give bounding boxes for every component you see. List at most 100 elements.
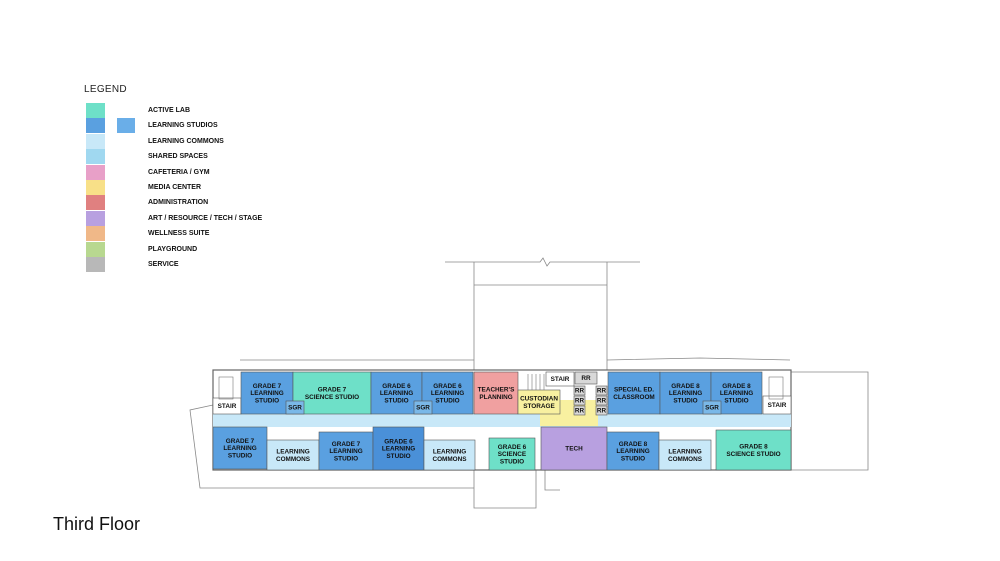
room-sgr-2: SGR — [413, 400, 433, 415]
room-label: STORAGE — [523, 403, 555, 410]
room-label: LEARNING — [223, 445, 256, 452]
room-label: STUDIO — [435, 397, 459, 404]
room-label: LEARNING — [380, 390, 413, 397]
room-label: STUDIO — [334, 455, 358, 462]
room-label: SCIENCE — [498, 451, 527, 458]
room-rr-4: RR — [595, 395, 608, 406]
room-label: GRADE 6 — [384, 439, 413, 446]
room-fill — [595, 395, 608, 406]
room-fill — [517, 389, 561, 415]
room-label: CUSTODIAN — [520, 396, 558, 403]
legend-swatch — [86, 180, 105, 195]
room-tech: TECH — [540, 426, 608, 471]
room-label: LEARNING — [433, 449, 466, 456]
corridor — [213, 413, 791, 427]
room-fill — [659, 371, 712, 415]
room-fill — [413, 400, 433, 415]
room-fill — [573, 395, 586, 406]
room-label: TEACHER'S — [478, 387, 515, 394]
room-label: LEARNING — [616, 448, 649, 455]
room-label: STUDIO — [724, 397, 748, 404]
room-label: GRADE 7 — [318, 387, 347, 394]
room-label: STAIR — [551, 376, 570, 383]
room-fill — [473, 371, 519, 415]
room-label: STUDIO — [673, 397, 697, 404]
room-label: LEARNING — [720, 390, 753, 397]
room-label: GRADE 8 — [722, 383, 751, 390]
room-label: RR — [575, 388, 585, 395]
room-stair-center: STAIR — [545, 371, 575, 387]
legend-label: ADMINISTRATION — [148, 199, 209, 207]
legend-swatch — [86, 195, 105, 211]
legend-swatch — [86, 226, 105, 242]
room-fill — [607, 371, 661, 415]
room-label: RR — [575, 408, 585, 415]
room-sgr-3: SGR — [702, 400, 722, 415]
legend-swatch — [86, 149, 105, 165]
legend-label: ART / RESOURCE / TECH / STAGE — [148, 214, 263, 222]
room-fill — [573, 385, 586, 396]
legend-label: SHARED SPACES — [148, 153, 208, 161]
legend-label: LEARNING STUDIOS — [148, 122, 218, 130]
room-fill — [545, 371, 575, 387]
room-fill — [574, 371, 598, 385]
legend-label: WELLNESS SUITE — [148, 230, 210, 238]
legend-swatch — [86, 257, 105, 272]
room-label: SPECIAL ED. — [614, 387, 654, 394]
room-label: SCIENCE STUDIO — [726, 451, 780, 458]
room-label: PLANNING — [479, 394, 512, 401]
stair-treads — [218, 374, 784, 400]
room-label: STUDIO — [386, 453, 410, 460]
room-label: LEARNING — [668, 449, 701, 456]
room-rr-1: RR — [573, 385, 586, 396]
room-label: CLASSROOM — [613, 394, 655, 401]
room-fill — [573, 405, 586, 416]
room-special-ed: SPECIAL ED.CLASSROOM — [607, 371, 661, 415]
room-label: STAIR — [768, 402, 787, 409]
room-fill — [762, 395, 792, 415]
room-label: RR — [575, 398, 585, 405]
room-fill — [488, 437, 536, 471]
room-fill — [370, 371, 423, 415]
room-fill — [372, 426, 425, 471]
legend-swatch — [86, 241, 105, 257]
legend-swatch — [86, 118, 105, 134]
legend-swatch — [86, 133, 105, 149]
room-label: STUDIO — [228, 452, 252, 459]
room-label: GRADE 6 — [498, 444, 527, 451]
legend-label: MEDIA CENTER — [148, 184, 202, 191]
room-label: SGR — [416, 405, 430, 412]
room-fill — [658, 439, 712, 471]
room-label: RR — [597, 408, 607, 415]
room-fill — [266, 439, 320, 471]
room-rr-6: RR — [595, 405, 608, 416]
room-stair-west: STAIR — [212, 397, 242, 415]
room-label: GRADE 8 — [739, 444, 768, 451]
room-label: SCIENCE STUDIO — [305, 394, 359, 401]
room-label: GRADE 8 — [671, 383, 700, 390]
room-label: GRADE 7 — [332, 441, 361, 448]
room-label: LEARNING — [329, 448, 362, 455]
room-label: GRADE 6 — [382, 383, 411, 390]
room-label: COMMONS — [668, 456, 703, 463]
room-rr-2: RR — [595, 385, 608, 396]
room-label: LEARNING — [431, 390, 464, 397]
site-outline — [189, 257, 869, 509]
room-label: STAIR — [218, 403, 237, 410]
room-stair-east: STAIR — [762, 395, 792, 415]
room-label: SGR — [288, 405, 302, 412]
